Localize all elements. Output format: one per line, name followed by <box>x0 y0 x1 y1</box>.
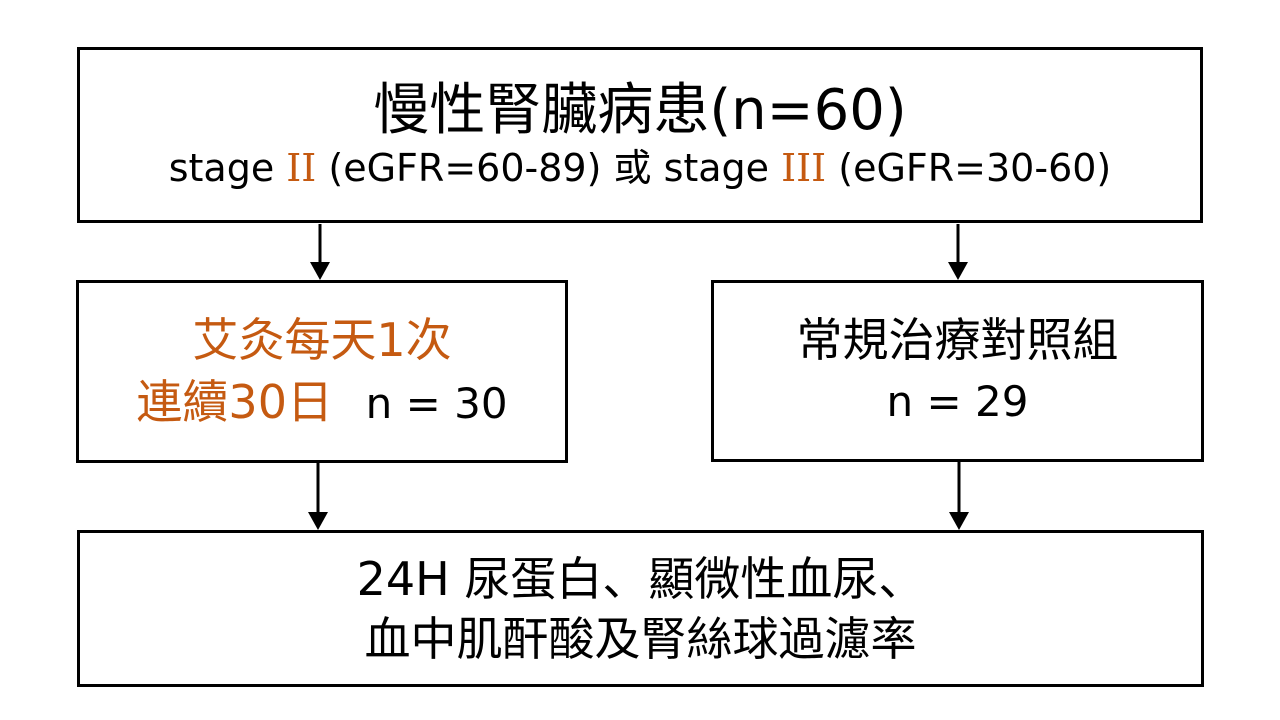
stage-criteria: stage II (eGFR=60-89) 或 stage III (eGFR=… <box>169 144 1112 192</box>
control-n: n = 29 <box>886 377 1029 426</box>
arrow-left-to-bottom-head <box>308 512 328 530</box>
arrow-right-to-bottom-head <box>949 512 969 530</box>
outcome-measures-box: 24H 尿蛋白、顯微性血尿、 血中肌酐酸及腎絲球過濾率 <box>77 530 1204 687</box>
control-group-box: 常規治療對照組 n = 29 <box>711 280 1204 462</box>
egfr-range-1: (eGFR=60-89) 或 <box>316 146 664 190</box>
moxibustion-group-box: 艾灸每天1次 連續30日 n = 30 <box>76 280 568 463</box>
arrow-top-to-left-head <box>310 262 330 280</box>
moxibustion-frequency: 艾灸每天1次 <box>192 312 452 367</box>
patient-population-box: 慢性腎臟病患(n=60) stage II (eGFR=60-89) 或 sta… <box>77 47 1203 223</box>
outcome-line-2: 血中肌酐酸及腎絲球過濾率 <box>364 611 917 666</box>
outcome-line-1: 24H 尿蛋白、顯微性血尿、 <box>356 551 925 606</box>
stage-word-2: stage <box>663 146 782 190</box>
stage-word-1: stage <box>168 146 287 190</box>
stage-roman-iii: III <box>781 146 827 190</box>
moxibustion-duration-row: 連續30日 n = 30 <box>136 371 507 435</box>
egfr-range-2: (eGFR=30-60) <box>826 146 1112 190</box>
stage-roman-ii: II <box>286 146 317 190</box>
arrow-top-to-right-head <box>948 262 968 280</box>
population-title: 慢性腎臟病患(n=60) <box>373 78 907 143</box>
control-group-label: 常規治療對照組 <box>796 313 1119 367</box>
moxibustion-n: n = 30 <box>365 378 508 428</box>
moxibustion-duration: 連續30日 <box>136 374 333 429</box>
